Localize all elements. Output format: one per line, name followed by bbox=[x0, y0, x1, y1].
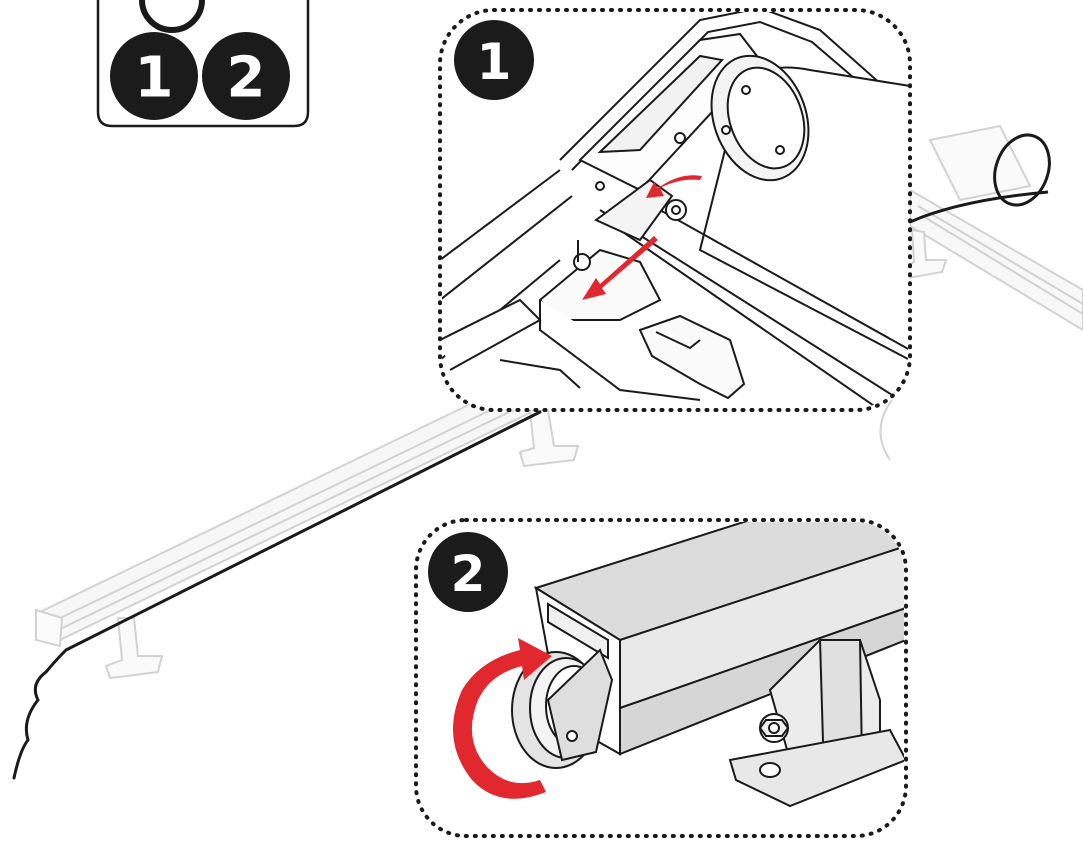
legend-badge-2: 2 bbox=[202, 32, 290, 120]
callout-1-badge: 1 bbox=[454, 20, 534, 100]
red-arrow-curved bbox=[646, 175, 702, 198]
callout-1-arrows bbox=[582, 175, 702, 300]
legend-badge-1-label: 1 bbox=[135, 46, 174, 111]
background-rail bbox=[35, 124, 1083, 680]
cable-loop bbox=[909, 133, 1051, 224]
callout-2-drawing bbox=[511, 522, 904, 808]
callout-2-badge: 2 bbox=[428, 532, 508, 612]
callout-2: 2 bbox=[414, 518, 908, 838]
callout-2-arrow bbox=[453, 638, 552, 799]
legend-box: 1 2 bbox=[96, 0, 310, 128]
legend-badge-1: 1 bbox=[110, 32, 198, 120]
red-arrow-rotate bbox=[453, 638, 552, 799]
legend-badge-2-label: 2 bbox=[227, 46, 266, 111]
callout-2-badge-label: 2 bbox=[451, 545, 486, 603]
callout-1: 1 bbox=[438, 8, 912, 412]
callout-1-drawing bbox=[442, 12, 908, 408]
callout-1-badge-label: 1 bbox=[477, 33, 512, 91]
red-arrow-straight bbox=[582, 236, 658, 300]
